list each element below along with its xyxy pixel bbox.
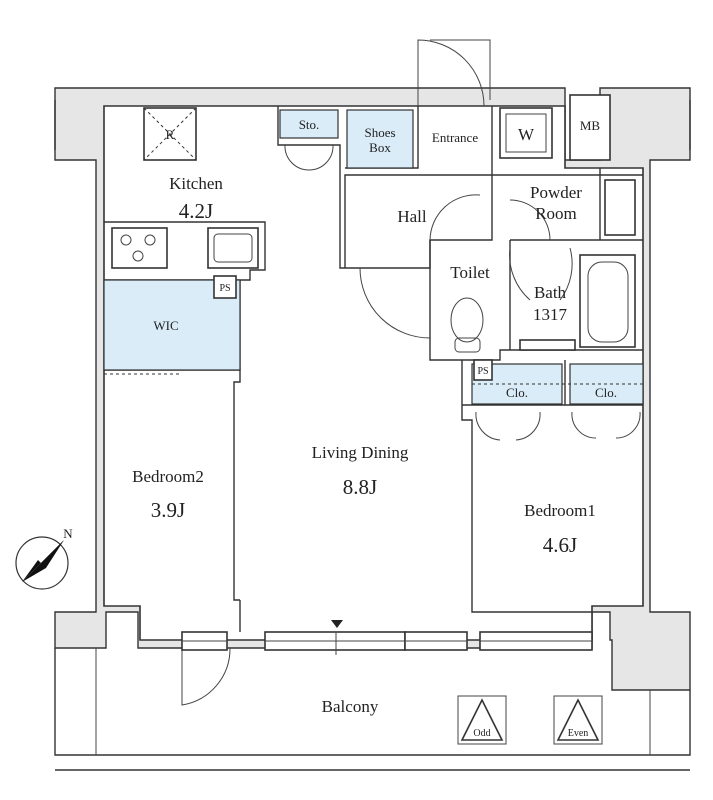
shoes-label-line1: Shoes (364, 125, 395, 140)
bedroom2-size: 3.9J (151, 498, 185, 522)
bath-label: Bath (534, 283, 567, 302)
balcony-label: Balcony (322, 697, 379, 716)
bedroom2-label: Bedroom2 (132, 467, 204, 486)
hall-label: Hall (397, 207, 427, 226)
shoes-label-line2: Box (369, 140, 391, 155)
kitchen-label: Kitchen (169, 174, 223, 193)
ps-kitchen-label: PS (219, 283, 230, 294)
shoes-box (346, 109, 414, 169)
even-label: Even (568, 728, 589, 739)
compass-north-label: N (63, 526, 73, 541)
ps-toilet-label: PS (477, 366, 488, 377)
door-swings (181, 39, 641, 706)
fixtures (103, 94, 644, 745)
balcony-rail (54, 648, 691, 771)
fridge-label: R (166, 127, 175, 142)
odd-label: Odd (473, 728, 490, 739)
powder-label-line1: Powder (530, 183, 582, 202)
washer-label: W (518, 125, 535, 144)
closet-left-label: Clo. (506, 385, 528, 400)
bedroom1-label: Bedroom1 (524, 501, 596, 520)
entry-marker-icon (331, 620, 343, 628)
toilet-label: Toilet (450, 263, 490, 282)
toilet-icon (450, 297, 484, 343)
bedroom1-size: 4.6J (543, 533, 577, 557)
living-size: 8.8J (343, 475, 377, 499)
closet-right-label: Clo. (595, 385, 617, 400)
compass-icon (15, 536, 69, 590)
bath-size: 1317 (533, 305, 568, 324)
kitchen-size: 4.2J (179, 199, 213, 223)
mb-label: MB (580, 118, 601, 133)
living-label: Living Dining (312, 443, 409, 462)
even-marker-icon (556, 698, 600, 741)
stove-icon (111, 227, 168, 269)
sto-label: Sto. (299, 117, 320, 132)
powder-label-line2: Room (535, 204, 577, 223)
wic-label: WIC (153, 318, 178, 333)
odd-marker-icon (460, 698, 504, 741)
washer-box (499, 107, 553, 159)
entrance-label: Entrance (432, 130, 478, 145)
windows (181, 620, 593, 655)
sto-box (279, 109, 339, 139)
